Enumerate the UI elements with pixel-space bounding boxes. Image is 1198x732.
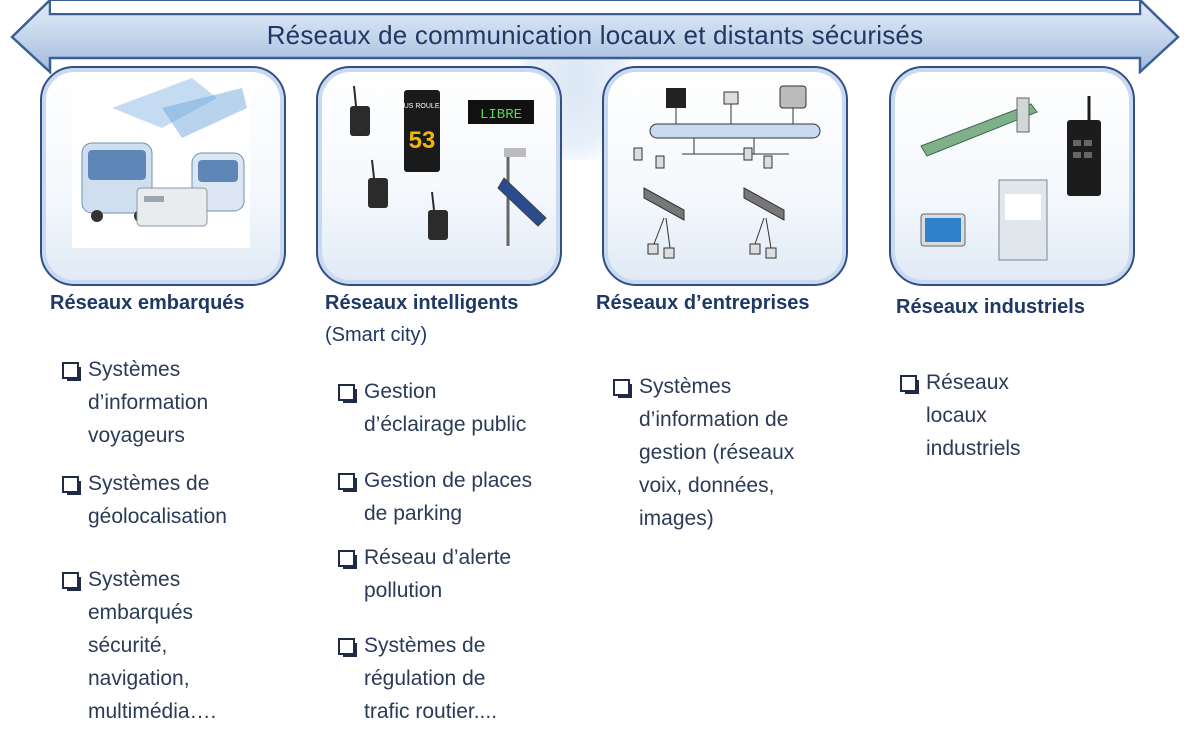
list-item-line: industriels (926, 437, 1021, 460)
list-item-geolocation: Systèmes de géolocalisation (62, 467, 302, 533)
list-item-public-lighting: Gestion d’éclairage public (338, 375, 588, 441)
list-item-traffic-regulation: Systèmes de régulation de trafic routier… (338, 629, 588, 728)
vehicles-icon (72, 78, 250, 248)
list-item-line: géolocalisation (88, 505, 227, 528)
libre-sign: LIBRE (480, 107, 522, 123)
card-embedded-networks (40, 66, 286, 286)
checkbox-icon (613, 379, 632, 398)
list-item-line: navigation, (88, 667, 190, 690)
checkbox-icon (62, 476, 81, 495)
list-item-line: Réseau d’alerte (364, 546, 512, 569)
checkbox-icon (338, 550, 357, 569)
list-item-line: régulation de (364, 667, 486, 690)
speed-sign-value: 53 (409, 127, 436, 154)
list-item-pollution-alert: Réseau d’alerte pollution (338, 541, 588, 607)
speed-sign-top: VOUS ROULEZ À (394, 101, 451, 110)
list-item-line: Gestion de places (364, 469, 533, 492)
subheading-smart-city: (Smart city) (325, 324, 428, 346)
list-item-line: gestion (réseaux (639, 441, 795, 464)
checkbox-icon (338, 638, 357, 657)
enterprise-network-icon (633, 85, 821, 259)
checkbox-icon (338, 384, 357, 403)
banner-title: Réseaux de communication locaux et dista… (266, 20, 924, 50)
smart-city-devices-icon: VOUS ROULEZ À 53 LIBRE (350, 85, 547, 246)
list-item-management-info: Systèmes d’information de gestion (résea… (613, 370, 863, 535)
list-item-line: voix, données, (639, 474, 775, 497)
heading-industrial-networks: Réseaux industriels (896, 296, 1085, 318)
heading-smart-networks: Réseaux intelligents (325, 292, 519, 314)
list-item-industrial-lan: Réseaux locaux industriels (900, 366, 1150, 465)
network-banner-arrow: Réseaux de communication locaux et dista… (10, 0, 1180, 75)
list-item-line: d’information de (639, 408, 789, 431)
checkbox-icon (900, 375, 919, 394)
list-item-passenger-info: Systèmes d’information voyageurs (62, 353, 302, 452)
list-item-line: Gestion (364, 380, 437, 403)
list-item-line: images) (639, 507, 714, 530)
list-item-line: voyageurs (88, 424, 185, 447)
list-item-embedded-systems: Systèmes embarqués sécurité, navigation,… (62, 563, 302, 728)
list-item-line: embarqués (88, 601, 194, 624)
list-item-line: Systèmes de (364, 634, 486, 657)
list-item-line: de parking (364, 502, 463, 525)
list-item-line: sécurité, (88, 634, 168, 657)
checkbox-icon (62, 362, 81, 381)
heading-embedded-networks: Réseaux embarqués (50, 292, 245, 314)
card-smart-networks: VOUS ROULEZ À 53 LIBRE (316, 66, 562, 286)
list-item-line: Réseaux (926, 371, 1009, 394)
list-item-line: d’éclairage public (364, 413, 527, 436)
list-item-line: multimédia…. (88, 700, 217, 723)
double-arrow-icon (10, 0, 1180, 75)
list-item-line: pollution (364, 579, 443, 602)
list-item-line: d’information (88, 391, 209, 414)
checkbox-icon (338, 473, 357, 492)
heading-enterprise-networks: Réseaux d’entreprises (596, 292, 810, 314)
card-enterprise-networks (602, 66, 848, 286)
list-item-line: Systèmes (88, 358, 181, 381)
list-item-line: Systèmes de (88, 472, 210, 495)
list-item-parking: Gestion de places de parking (338, 464, 588, 530)
list-item-line: locaux (926, 404, 987, 427)
list-item-line: trafic routier.... (364, 700, 498, 723)
list-item-line: Systèmes (88, 568, 181, 591)
card-industrial-networks (889, 66, 1135, 286)
checkbox-icon (62, 572, 81, 591)
industrial-equipment-icon (920, 96, 1101, 261)
list-item-line: Systèmes (639, 375, 732, 398)
